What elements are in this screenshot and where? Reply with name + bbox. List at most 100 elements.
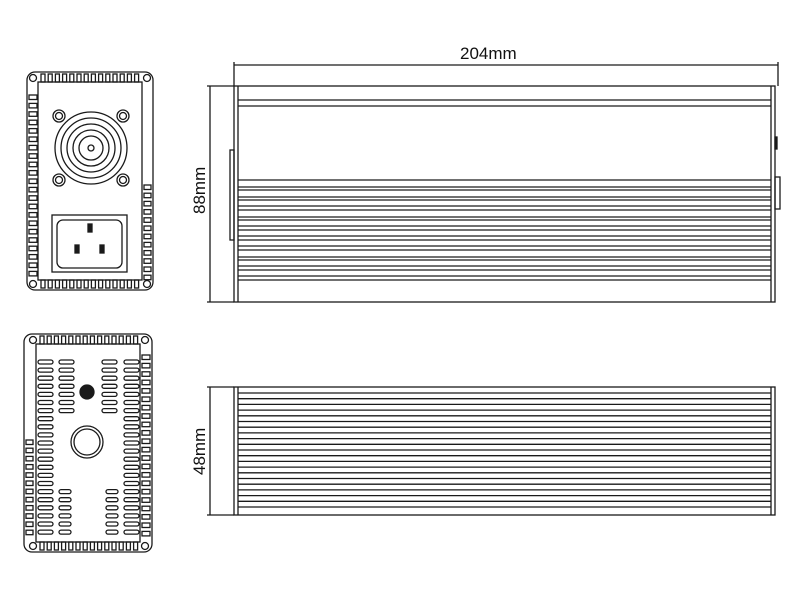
vent-slot xyxy=(37,391,54,398)
vent-slot xyxy=(101,359,118,365)
fin xyxy=(141,396,151,403)
vent-slot xyxy=(123,456,140,462)
fin xyxy=(54,73,61,83)
corner-hole xyxy=(28,541,38,551)
vent-slot xyxy=(37,399,54,406)
vent-slot xyxy=(58,529,72,535)
fin xyxy=(141,522,151,529)
fin xyxy=(54,279,61,289)
fin xyxy=(141,362,151,369)
fin xyxy=(53,541,60,551)
fin xyxy=(125,541,132,551)
screw-hole-inner xyxy=(118,111,128,121)
fin xyxy=(75,541,81,551)
fin xyxy=(118,335,124,345)
fin xyxy=(28,153,38,159)
vent-slot xyxy=(58,383,75,389)
corner-hole xyxy=(140,335,150,345)
fin xyxy=(25,472,34,478)
cable-gland-outer xyxy=(70,425,104,459)
fin xyxy=(25,496,34,503)
fin xyxy=(28,102,38,109)
vent-slot xyxy=(123,521,140,527)
fin xyxy=(25,463,34,470)
fin xyxy=(90,73,97,83)
fin xyxy=(28,228,38,235)
fin xyxy=(143,274,152,281)
fin xyxy=(46,541,52,551)
fin xyxy=(143,208,152,215)
vent-slot xyxy=(37,456,54,462)
vent-slot xyxy=(37,464,54,470)
fin xyxy=(143,249,152,256)
fin xyxy=(82,541,88,551)
vent-slot xyxy=(123,529,140,535)
vent-slot xyxy=(123,399,140,406)
fin xyxy=(141,513,151,520)
socket-frame xyxy=(51,214,128,273)
fan-grill-ring xyxy=(54,111,128,185)
vent-slot xyxy=(123,505,140,511)
fin xyxy=(143,192,152,199)
vent-slot xyxy=(101,391,118,398)
vent-slot xyxy=(37,480,54,487)
housing-outline xyxy=(26,71,154,291)
led-indicator xyxy=(79,384,95,400)
cable-gland-inner xyxy=(73,428,101,456)
fin xyxy=(143,266,152,273)
fin xyxy=(25,513,34,519)
corner-hole xyxy=(142,279,152,289)
vent-slot xyxy=(123,375,140,381)
screw-hole xyxy=(116,109,130,123)
fin xyxy=(132,541,139,551)
fin xyxy=(39,335,45,345)
socket-body xyxy=(56,219,123,269)
fin xyxy=(125,335,132,345)
fin xyxy=(28,119,38,126)
fin xyxy=(119,279,125,289)
fin xyxy=(53,335,60,345)
vent-slot xyxy=(105,529,119,535)
screw-hole-inner xyxy=(54,175,64,185)
fin xyxy=(28,178,38,185)
inner-panel xyxy=(35,343,141,543)
vent-slot xyxy=(123,513,140,519)
width-dimension-label: 48mm xyxy=(190,427,209,475)
fin xyxy=(28,136,38,143)
fan-grill-ring xyxy=(78,135,104,161)
screw-hole xyxy=(52,173,66,187)
vent-slot xyxy=(105,521,119,527)
fin xyxy=(61,73,68,83)
vent-slot xyxy=(105,513,119,519)
front-view xyxy=(26,71,154,291)
vent-slot xyxy=(123,472,140,479)
fin xyxy=(28,245,38,252)
fin xyxy=(40,279,46,289)
screw-hole-inner xyxy=(54,111,64,121)
fin xyxy=(141,379,151,386)
fin xyxy=(141,471,151,478)
fin xyxy=(25,480,34,487)
vent-slot xyxy=(123,497,140,503)
fin xyxy=(39,541,45,551)
fin xyxy=(96,335,103,345)
fin xyxy=(25,488,34,495)
vent-slot xyxy=(123,424,140,430)
fin xyxy=(143,225,152,232)
end-tab xyxy=(229,149,235,241)
vent-slot xyxy=(58,513,72,519)
vent-slot xyxy=(123,432,140,438)
fin xyxy=(119,73,125,83)
end-tab xyxy=(774,176,781,210)
vent-slot xyxy=(37,472,54,479)
vent-slot xyxy=(123,383,140,389)
vent-slot xyxy=(101,383,118,389)
fin xyxy=(141,488,151,495)
fin xyxy=(25,521,34,528)
vent-slot xyxy=(105,505,119,511)
screw-hole-inner xyxy=(118,175,128,185)
vent-slot xyxy=(58,497,72,503)
fin xyxy=(28,203,38,210)
fin xyxy=(68,335,74,345)
